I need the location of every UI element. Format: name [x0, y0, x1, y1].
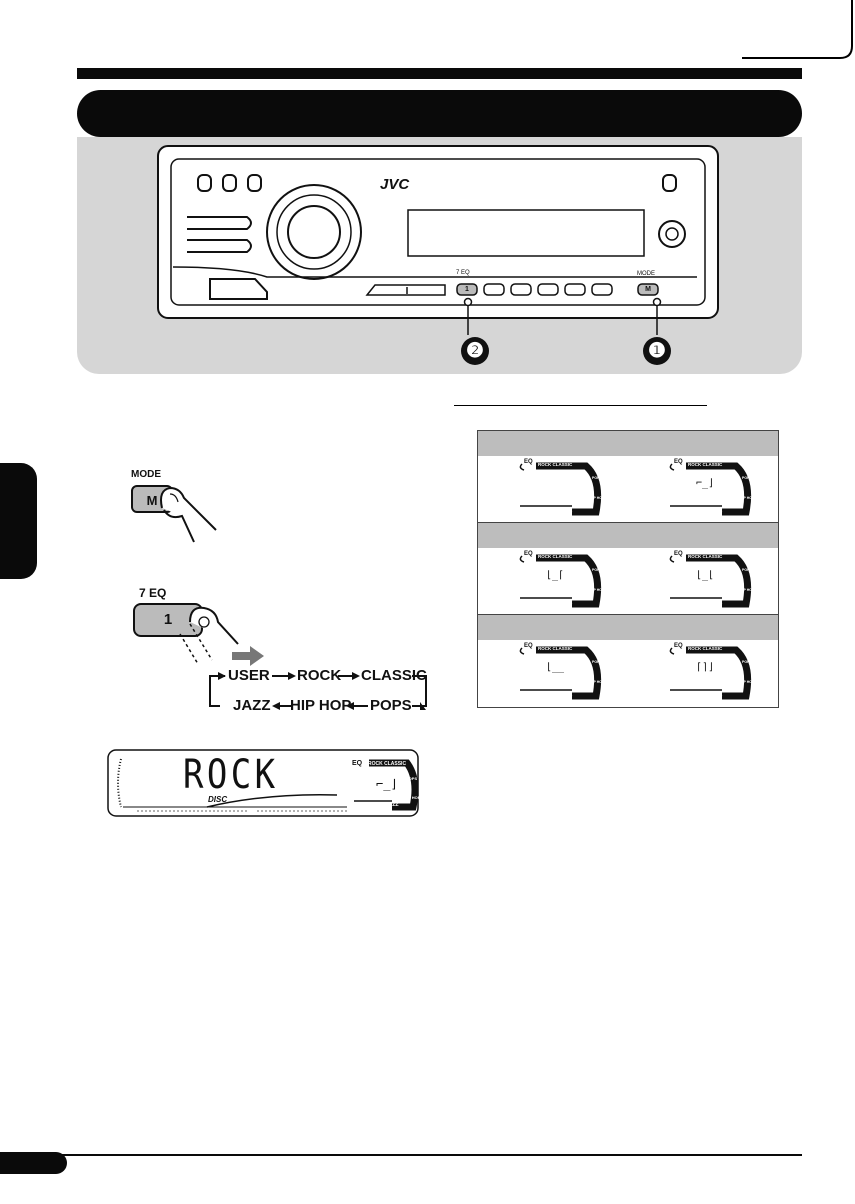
head-unit-drawing: [157, 145, 719, 365]
eq-icon-side-label: HIP HOP: [740, 588, 755, 592]
eq-icon-side-label: HIP HOP: [590, 588, 605, 592]
eq-icon-tag: EQ: [674, 551, 683, 557]
eq-indicator-icon: EQ ROCK CLASSIC POPS HIP HOP USER JAZZ ⌐_⌋: [662, 458, 754, 520]
eq-arc-graphic: [669, 646, 752, 700]
eq-icon-tag: EQ: [524, 459, 533, 465]
cycle-rock: ROCK: [297, 667, 342, 684]
eq-curve-glyph: ⌐_⌋: [696, 478, 715, 489]
eq-icon-right-label: POPS: [742, 660, 752, 664]
step1-mode-key[interactable]: M: [146, 493, 158, 508]
table-header-3b: [628, 614, 778, 641]
eq-button-label: 7 EQ: [456, 270, 470, 276]
table-header-1a: [478, 431, 629, 457]
cycle-hiphop: HIP HOP: [290, 697, 352, 714]
display-eq-curve: ⌐_⌋: [376, 777, 398, 791]
callout-2: ❷: [466, 340, 484, 362]
cycle-user: USER: [228, 667, 270, 684]
eq-indicator-icon: EQ ROCK CLASSIC POPS HIP HOP USER JAZZ: [512, 458, 604, 520]
eq-icon-side-label: HIP HOP: [740, 680, 755, 684]
eq-curve-glyph: ⌊_⌈: [546, 570, 565, 581]
eq-arc-graphic: [519, 646, 602, 700]
unit-illustration-panel: JVC 7 EQ 1 MODE M ❷ ❶: [77, 137, 802, 374]
display-arc-top: ROCK CLASSIC: [368, 761, 407, 767]
eq-icon-side-label: HIP HOP: [590, 496, 605, 500]
table-header-2a: [478, 522, 629, 549]
cycle-classic: CLASSIC: [361, 667, 427, 684]
eq-icon-right-label: POPS: [592, 476, 602, 480]
page-number-tab: [0, 1152, 67, 1174]
display-arc-user: USER: [371, 802, 385, 808]
display-text: ROCK: [183, 752, 279, 798]
brand-logo: JVC: [380, 176, 410, 193]
eq-icon-bottom-label: USER JAZZ: [696, 508, 723, 513]
eq-curve-glyph: ⌈⌉⌋: [696, 662, 715, 673]
mode-button[interactable]: M: [645, 286, 651, 293]
eq-icon-top-label: ROCK CLASSIC: [688, 554, 723, 559]
eq-arc-graphic: [519, 554, 602, 608]
eq-icon-right-label: POPS: [742, 568, 752, 572]
eq-indicator-icon: EQ ROCK CLASSIC POPS HIP HOP USER JAZZ ⌊_⌊: [662, 550, 754, 612]
eq-icon-bottom-label: USER JAZZ: [696, 600, 723, 605]
cycle-pops: POPS: [370, 697, 412, 714]
eq-icon-right-label: POPS: [592, 660, 602, 664]
header-rule: [77, 68, 802, 79]
eq-icon-top-label: ROCK CLASSIC: [538, 646, 573, 651]
eq-icon-bottom-label: USER JAZZ: [546, 600, 573, 605]
mode-button-label: MODE: [637, 271, 655, 277]
eq-icon-bottom-label: USER JAZZ: [546, 692, 573, 697]
table-header-2b: [628, 522, 778, 549]
step2-eq-key[interactable]: 1: [163, 611, 173, 628]
eq-icon-right-label: POPS: [592, 568, 602, 572]
eq-curve-glyph: ⌊_⌊: [696, 570, 715, 581]
footer-rule: [60, 1154, 802, 1156]
section-title-bar: [77, 90, 802, 137]
eq-arc-graphic: [669, 462, 752, 516]
eq-arc-graphic: [519, 462, 602, 516]
step1-finger-drawing: [131, 485, 217, 543]
eq-icon-right-label: POPS: [742, 476, 752, 480]
eq-indicator-icon: EQ ROCK CLASSIC POPS HIP HOP USER JAZZ ⌊__: [512, 642, 604, 704]
eq-icon-top-label: ROCK CLASSIC: [538, 554, 573, 559]
eq-indicator-icon: EQ ROCK CLASSIC POPS HIP HOP USER JAZZ ⌈⌉⌋: [662, 642, 754, 704]
eq-curve-glyph: ⌊__: [546, 662, 565, 673]
eq-icon-tag: EQ: [674, 643, 683, 649]
table-title-underline: [454, 405, 707, 406]
display-arc-right: POPS: [406, 776, 418, 781]
crop-mark: [742, 0, 853, 59]
eq-icon-top-label: ROCK CLASSIC: [688, 462, 723, 467]
display-disc-label: DISC: [208, 795, 228, 804]
eq-icon-top-label: ROCK CLASSIC: [538, 462, 573, 467]
display-arc-jazz: JAZZ: [386, 802, 399, 808]
step1-mode-label: MODE: [131, 469, 161, 480]
eq-indicator-icon: EQ ROCK CLASSIC POPS HIP HOP USER JAZZ ⌊_⌈: [512, 550, 604, 612]
callout-1: ❶: [648, 340, 666, 362]
eq-icon-side-label: HIP HOP: [590, 680, 605, 684]
display-arc-side: HIP HOP: [404, 795, 421, 800]
eq-icon-side-label: HIP HOP: [740, 496, 755, 500]
eq-icon-top-label: ROCK CLASSIC: [688, 646, 723, 651]
table-header-1b: [628, 431, 778, 457]
eq-icon-bottom-label: USER JAZZ: [696, 692, 723, 697]
eq-arc-graphic: [669, 554, 752, 608]
display-panel: [107, 749, 419, 817]
language-side-tab: [0, 463, 37, 579]
eq-icon-tag: EQ: [524, 643, 533, 649]
eq-button[interactable]: 1: [465, 286, 469, 293]
step2-finger-drawing: [133, 603, 427, 710]
eq-icon-tag: EQ: [674, 459, 683, 465]
eq-icon-tag: EQ: [524, 551, 533, 557]
eq-icon-bottom-label: USER JAZZ: [546, 508, 573, 513]
cycle-jazz: JAZZ: [233, 697, 271, 714]
step2-eq-label: 7 EQ: [139, 586, 167, 600]
table-header-3a: [478, 614, 629, 641]
display-eq-tag: EQ: [352, 760, 363, 767]
